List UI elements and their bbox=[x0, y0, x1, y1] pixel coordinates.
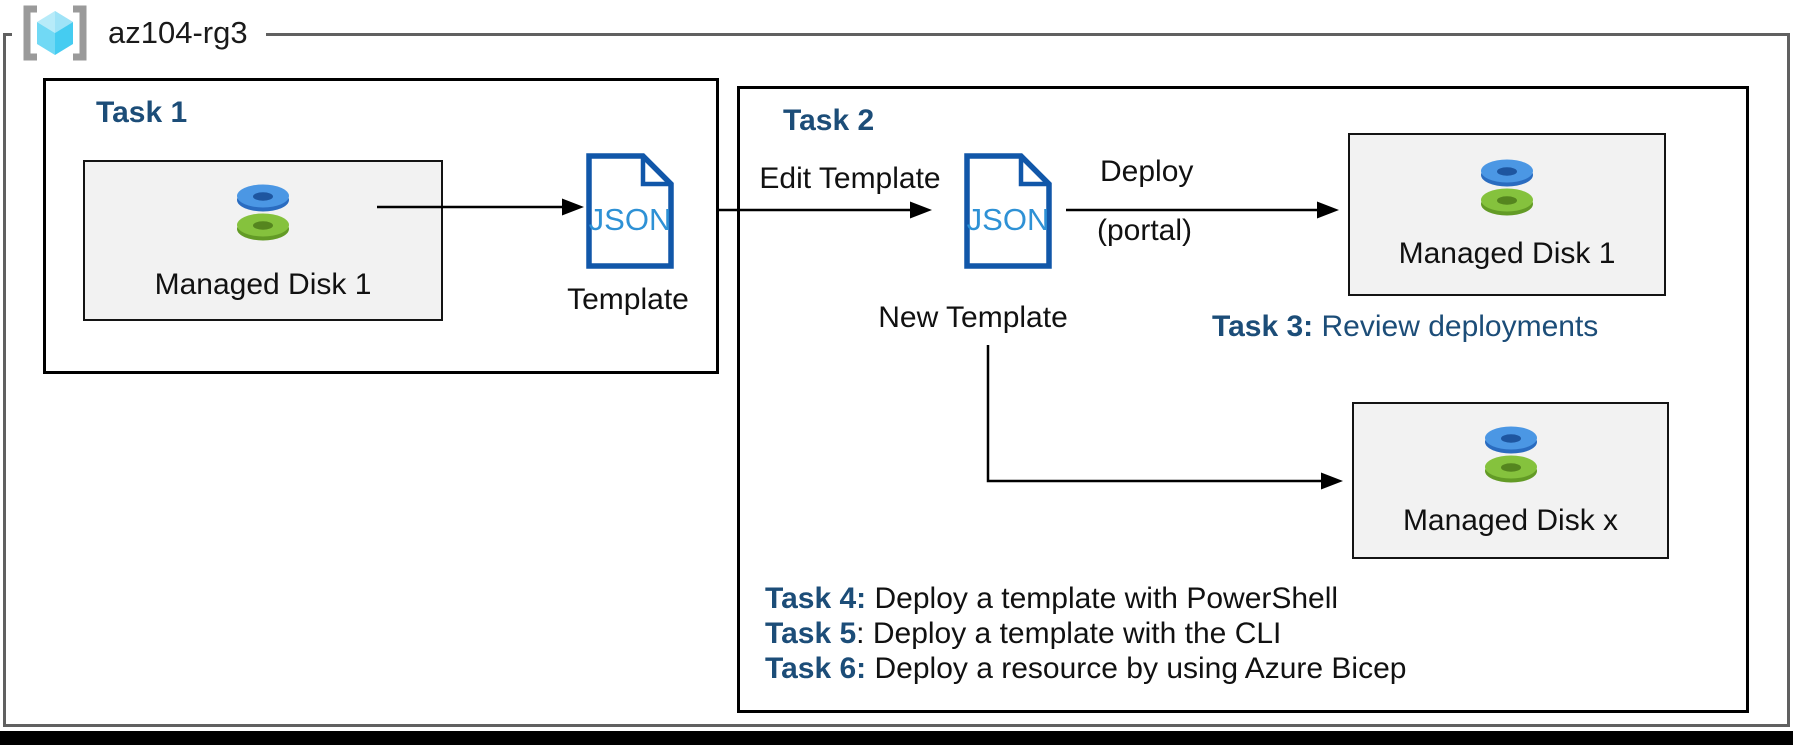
managed-disk-icon bbox=[237, 184, 289, 241]
bottom-bar bbox=[0, 731, 1793, 745]
resource-group-icon bbox=[23, 5, 87, 61]
resource-group-boundary bbox=[3, 33, 1790, 727]
task6-text: Deploy a resource by using Azure Bicep bbox=[866, 652, 1407, 685]
task4-text: Deploy a template with PowerShell bbox=[866, 582, 1339, 615]
resource-group-name: az104-rg3 bbox=[108, 15, 248, 50]
task1-title: Task 1 bbox=[96, 96, 188, 129]
resource-group-header: az104-rg3 bbox=[12, 2, 266, 64]
edit-template-label: Edit Template bbox=[759, 162, 941, 195]
deploy-portal-label: (portal) bbox=[1097, 214, 1193, 247]
deploy-label: Deploy bbox=[1100, 155, 1194, 188]
managed-disk-x-label: Managed Disk x bbox=[1402, 504, 1619, 537]
managed-disk-1-box-task2: Managed Disk 1 bbox=[1348, 133, 1666, 296]
svg-text:JSON: JSON bbox=[589, 202, 672, 237]
task6-line: Task 6: Deploy a resource by using Azure… bbox=[765, 652, 1406, 686]
task3-line: Task 3: Review deployments bbox=[1212, 310, 1598, 344]
task5-line: Task 5: Deploy a template with the CLI bbox=[765, 617, 1281, 651]
task5-text: : Deploy a template with the CLI bbox=[856, 617, 1282, 650]
json-file-icon: JSON bbox=[964, 153, 1052, 269]
json-file-icon: JSON bbox=[586, 153, 674, 269]
managed-disk-1-box: Managed Disk 1 bbox=[83, 160, 443, 321]
new-template-label: New Template bbox=[878, 301, 1068, 334]
task4-line: Task 4: Deploy a template with PowerShel… bbox=[765, 582, 1338, 616]
managed-disk-1-label: Managed Disk 1 bbox=[154, 268, 372, 301]
task2-title: Task 2 bbox=[783, 104, 875, 137]
task5-prefix: Task 5 bbox=[765, 617, 857, 650]
managed-disk-icon bbox=[1484, 426, 1537, 483]
svg-text:JSON: JSON bbox=[967, 202, 1050, 237]
task3-text: Review deployments bbox=[1313, 310, 1599, 343]
task6-prefix: Task 6: bbox=[765, 652, 867, 685]
task3-prefix: Task 3: bbox=[1212, 310, 1314, 343]
task4-prefix: Task 4: bbox=[765, 582, 867, 615]
managed-disk-x-box: Managed Disk x bbox=[1352, 402, 1669, 559]
template-label: Template bbox=[567, 283, 689, 316]
managed-disk-icon bbox=[1481, 159, 1533, 216]
managed-disk-1-task2-label: Managed Disk 1 bbox=[1398, 237, 1616, 270]
